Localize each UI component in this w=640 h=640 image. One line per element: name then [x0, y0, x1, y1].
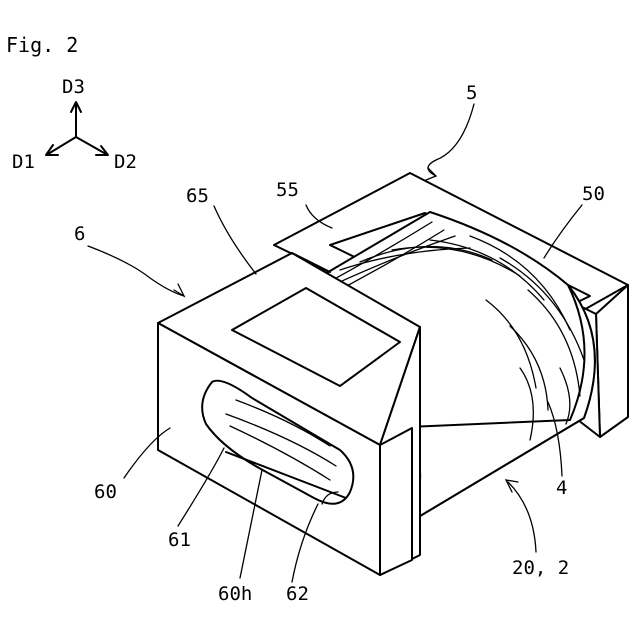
leader-core-lower-top [214, 206, 256, 274]
label-hole-part-a: 61 [168, 529, 191, 551]
direction-indicator: D3 D1 D2 [12, 76, 137, 173]
label-coil: 4 [556, 477, 567, 499]
leader-core-upper-arrow [426, 168, 436, 180]
label-core-upper-leg: 50 [582, 183, 605, 205]
leader-core-upper-leg [544, 205, 582, 258]
label-core-lower: 6 [74, 223, 85, 245]
upper-core-leg-side [596, 285, 628, 437]
leader-core-lower [88, 246, 184, 296]
leader-core-upper [428, 104, 474, 176]
d2-label: D2 [114, 151, 137, 173]
d3-label: D3 [62, 76, 85, 98]
label-core-upper: 5 [466, 82, 477, 104]
label-core-upper-side: 55 [276, 179, 299, 201]
figure-title: Fig. 2 [6, 33, 78, 57]
label-core-lower-top: 65 [186, 185, 209, 207]
label-hole: 60h [218, 583, 252, 605]
label-coil-assembly: 20, 2 [512, 557, 569, 579]
label-core-lower-front: 60 [94, 481, 117, 503]
label-hole-part-b: 62 [286, 583, 309, 605]
lower-core-side-edge [380, 428, 412, 575]
d1-label: D1 [12, 151, 35, 173]
